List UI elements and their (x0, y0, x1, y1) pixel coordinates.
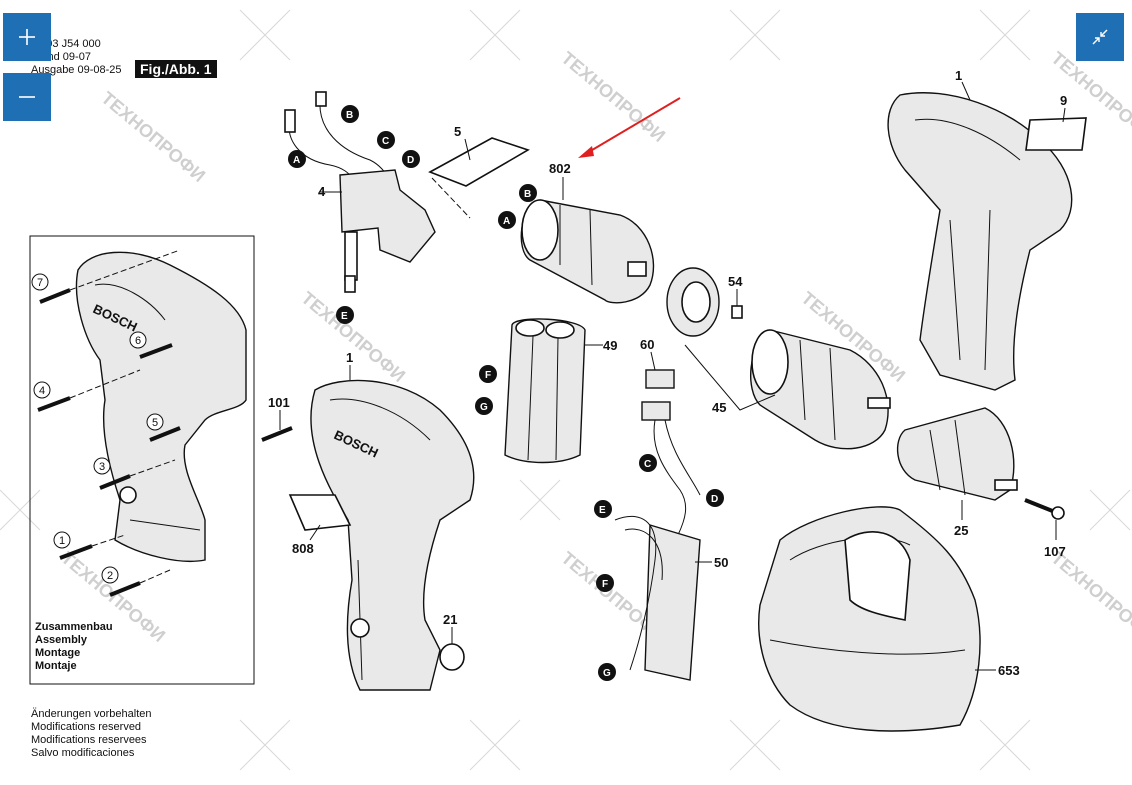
part-number: 21 (443, 612, 457, 627)
step-marker: 7 (37, 277, 43, 289)
part-motor (520, 199, 655, 304)
part-number: 107 (1044, 544, 1066, 559)
badge: E (341, 311, 348, 322)
assembly-inset-frame (29, 235, 255, 685)
part-808-label (288, 494, 352, 531)
part-number: 49 (603, 338, 617, 353)
exit-fullscreen-button[interactable] (1076, 13, 1124, 61)
note-fr: Modifications reservees (31, 734, 147, 746)
note-de: Änderungen vorbehalten (31, 708, 152, 720)
part-pad (428, 137, 530, 187)
part-60-contact (641, 401, 671, 421)
minus-icon (19, 96, 35, 98)
part-screw-101 (261, 426, 293, 442)
watermark-text: ТЕХНОПРОФИ (297, 288, 409, 386)
assembly-de: Zusammenbau (35, 621, 113, 633)
badge: C (382, 136, 389, 147)
step-marker: 5 (152, 417, 158, 429)
assembly-en: Assembly (35, 634, 87, 646)
badge: E (599, 505, 606, 516)
part-screw-54 (731, 305, 743, 319)
step-marker: 1 (59, 535, 65, 547)
zoom-out-button[interactable] (3, 73, 51, 121)
leader-lines (279, 81, 1066, 671)
watermark-text: ТЕХНОПРОФИ (97, 88, 209, 186)
badge: C (644, 459, 651, 470)
figure-label: Fig./Abb. 1 (135, 60, 217, 78)
part-number: 653 (998, 663, 1020, 678)
badge: B (346, 110, 353, 121)
watermark-text: ТЕХНОПРОФИ (557, 48, 669, 146)
annotation-arrow (581, 97, 681, 157)
part-screw-107 (1024, 498, 1065, 520)
part-number-labels: 1 9 5 802 4 54 49 60 45 101 1 808 21 50 … (268, 68, 1067, 678)
part-gear-plate (666, 267, 720, 337)
part-21-knob (439, 643, 465, 671)
connection-badges: B C D A E B A F G C D E F G (288, 105, 724, 681)
badge: F (602, 579, 608, 590)
part-number: 45 (712, 400, 726, 415)
issue-date: Ausgabe 09-08-25 (31, 64, 122, 76)
inset-step-markers: 7 4 3 5 6 1 2 (31, 273, 164, 584)
badge: G (480, 402, 488, 413)
part-number: 25 (954, 523, 968, 538)
part-number: 1 (346, 350, 353, 365)
modifications-note: Änderungen vorbehalten Modifications res… (31, 708, 151, 760)
part-housing-left: BOSCH (310, 379, 475, 691)
badge: A (293, 155, 300, 166)
part-number: 808 (292, 541, 314, 556)
part-number: 101 (268, 395, 290, 410)
part-label-plate (1025, 117, 1087, 151)
assembly-fr: Montage (35, 647, 81, 659)
part-chuck (896, 407, 1018, 501)
part-gearbox (750, 329, 891, 450)
badge: A (503, 216, 510, 227)
part-number: 802 (549, 161, 571, 176)
part-number: 4 (318, 184, 326, 199)
badge: G (603, 668, 611, 679)
step-marker: 2 (107, 570, 113, 582)
assembly-caption: Zusammenbau Assembly Montage Montaje (35, 621, 113, 673)
part-number: 60 (640, 337, 654, 352)
badge: B (524, 189, 531, 200)
part-pcb (614, 515, 701, 681)
badge: D (407, 155, 414, 166)
part-number: 5 (454, 124, 461, 139)
part-battery (504, 318, 586, 464)
part-number: 1 (955, 68, 962, 83)
inset-screws (37, 249, 181, 597)
part-number: 9 (1060, 93, 1067, 108)
note-en: Modifications reserved (31, 721, 142, 733)
assembly-es: Montaje (35, 660, 77, 672)
note-es: Salvo modificaciones (31, 747, 135, 759)
step-marker: 3 (99, 461, 105, 473)
plus-icon (19, 29, 35, 45)
part-number: 50 (714, 555, 728, 570)
watermark-text: ТЕХНОПРОФИ (1047, 548, 1132, 646)
part-switch (284, 91, 436, 293)
part-number: 54 (728, 274, 743, 289)
badge: D (711, 494, 718, 505)
step-marker: 4 (39, 385, 45, 397)
inset-housing-half: BOSCH (75, 251, 247, 562)
badge: F (485, 370, 491, 381)
step-marker: 6 (135, 335, 141, 347)
part-housing-right (887, 92, 1073, 391)
part-60-switch (645, 369, 675, 389)
part-charger (758, 506, 981, 732)
zoom-in-button[interactable] (3, 13, 51, 61)
collapse-arrows-icon (1092, 29, 1108, 45)
